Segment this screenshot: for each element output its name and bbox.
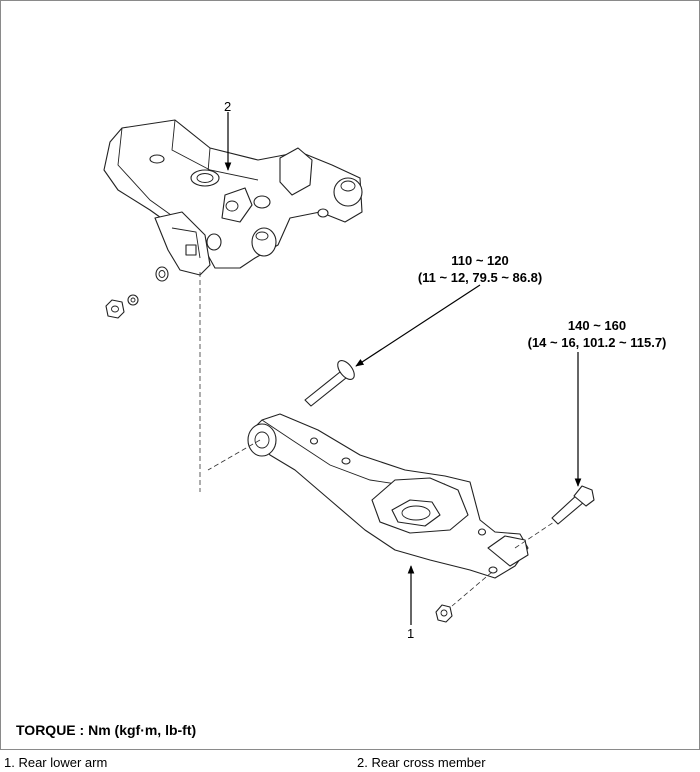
torque-units-title: TORQUE : Nm (kgf·m, lb-ft) [16,722,197,738]
parts-legend: 1. Rear lower arm 2. Rear cross member [0,750,700,772]
leader-arrow-upper-bolt-torque [355,284,481,367]
legend-item-1: 1. Rear lower arm [4,755,108,770]
torque-spec-upper-bolt: 110 ~ 120 (11 ~ 12, 79.5 ~ 86.8) [392,252,568,286]
rear-lower-arm [207,413,561,607]
torque-right-bolt-nm: 140 ~ 160 [567,318,627,333]
cross-member-fasteners [105,266,169,319]
rear-cross-member [103,119,363,492]
legend-item-2: 2. Rear cross member [357,755,486,770]
upper-bolt [304,360,355,407]
arm-nut [435,604,453,623]
torque-upper-bolt-detail: (11 ~ 12, 79.5 ~ 86.8) [417,270,543,285]
torque-spec-right-bolt: 140 ~ 160 (14 ~ 16, 101.2 ~ 115.7) [499,317,695,351]
right-bolt [551,485,595,525]
torque-right-bolt-detail: (14 ~ 16, 101.2 ~ 115.7) [527,335,667,350]
callout-item-1: 1 [407,626,415,641]
exploded-view-drawing [103,112,595,625]
callout-item-2: 2 [224,99,232,114]
torque-upper-bolt-nm: 110 ~ 120 [451,253,509,268]
